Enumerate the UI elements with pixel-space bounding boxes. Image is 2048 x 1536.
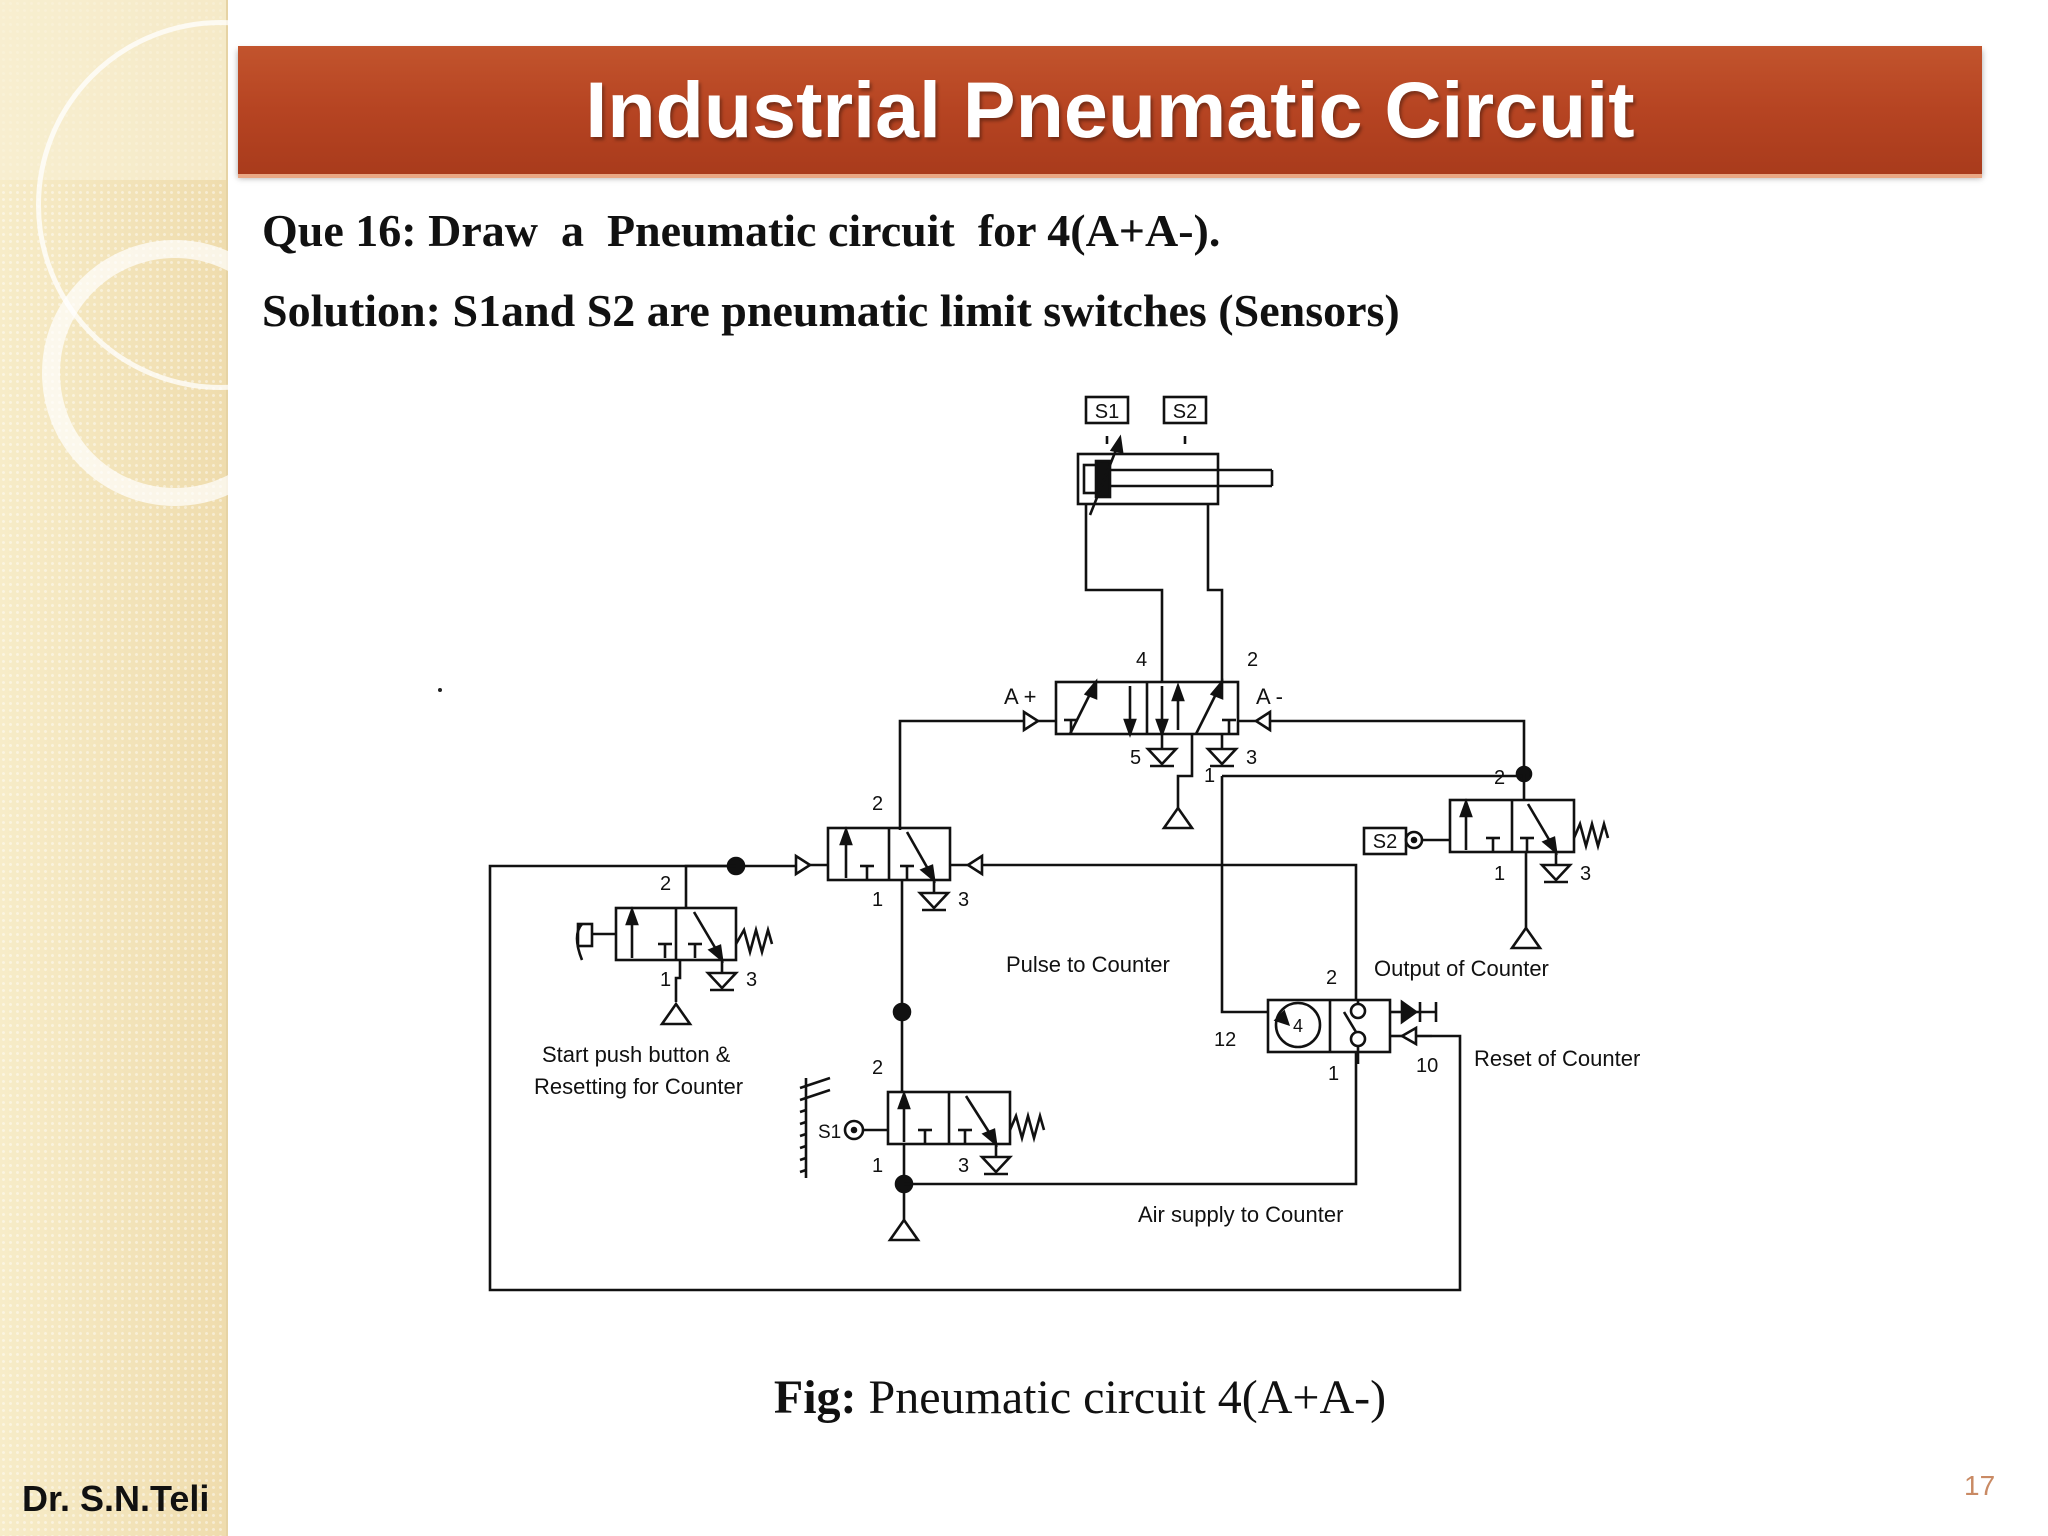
stray-dot — [438, 688, 442, 692]
pulse-valve-port-3: 3 — [958, 889, 969, 911]
slide-title: Industrial Pneumatic Circuit — [585, 65, 1635, 154]
counter-port-12: 12 — [1214, 1029, 1236, 1051]
s1-valve-port-1: 1 — [872, 1155, 883, 1177]
page-number: 17 — [1964, 1470, 1996, 1501]
s1-valve-port-3: 3 — [958, 1155, 969, 1177]
s1-supply-source — [887, 1217, 921, 1242]
line-a-plus-pilot — [898, 719, 1024, 828]
svg-text:S2: S2 — [1173, 401, 1197, 423]
s2-limit-valve — [1362, 798, 1610, 950]
caption-label: Fig: — [773, 1371, 857, 1424]
s2-valve-port-2: 2 — [1494, 767, 1505, 789]
counter-port-2: 2 — [1326, 967, 1337, 989]
pulse-valve-port-1: 1 — [872, 889, 883, 911]
sensor-tag-s2: S2 — [1162, 395, 1208, 444]
main-valve-port-3: 3 — [1246, 747, 1257, 769]
pneumatic-counter — [1266, 998, 1438, 1064]
counter-port-1: 1 — [1328, 1063, 1339, 1085]
s2-valve-port-3: 3 — [1580, 863, 1591, 885]
main-supply-line — [1176, 734, 1194, 808]
s1-valve-tag: S1 — [818, 1122, 841, 1143]
main-5-2-valve — [1022, 678, 1272, 768]
label-resetting-for-counter: Resetting for Counter — [534, 1074, 743, 1099]
line-reset-loop — [488, 864, 1462, 1292]
line-cylinder-to-port4 — [1084, 520, 1164, 682]
label-pulse-to-counter: Pulse to Counter — [1006, 952, 1170, 977]
main-supply-source — [1161, 805, 1195, 830]
label-air-supply-to-counter: Air supply to Counter — [1138, 1202, 1343, 1227]
main-valve-port-5: 5 — [1130, 747, 1141, 769]
question-text: Que 16: Draw a Pneumatic circuit for 4(A… — [262, 205, 1221, 256]
sensor-tag-s1: S1 — [1084, 395, 1130, 444]
figure-caption: Fig: Pneumatic circuit 4(A+A-) — [0, 1370, 2048, 1425]
title-banner-underline — [238, 174, 1982, 178]
caption-text: Pneumatic circuit 4(A+A-) — [856, 1371, 1387, 1424]
title-banner: Industrial Pneumatic Circuit — [238, 46, 1982, 174]
svg-text:S1: S1 — [1095, 401, 1119, 423]
pulse-valve-port-2: 2 — [872, 793, 883, 815]
main-valve-port-2: 2 — [1247, 649, 1258, 671]
main-valve-pilot-a-minus: A - — [1256, 684, 1283, 709]
s1-valve-port-2: 2 — [872, 1057, 883, 1079]
main-valve-pilot-a-plus: A + — [1004, 684, 1036, 709]
start-valve-port-3: 3 — [746, 969, 757, 991]
label-start-push-button: Start push button & — [542, 1042, 731, 1067]
main-valve-port-1: 1 — [1204, 765, 1215, 787]
start-push-button-valve — [575, 906, 774, 1026]
start-valve-port-1: 1 — [660, 969, 671, 991]
s1-limit-valve — [799, 1076, 1046, 1178]
solution-text: Solution: S1and S2 are pneumatic limit s… — [262, 285, 1400, 336]
label-reset-of-counter: Reset of Counter — [1474, 1046, 1640, 1071]
main-valve-port-4: 4 — [1136, 649, 1147, 671]
counter-preset: 4 — [1293, 1016, 1303, 1036]
line-a-minus-pilot — [1270, 719, 1526, 774]
counter-port-10: 10 — [1416, 1055, 1438, 1077]
author-name: Dr. S.N.Teli — [22, 1478, 210, 1519]
pulse-3-2-valve — [794, 826, 984, 912]
line-cylinder-to-port2 — [1206, 520, 1224, 682]
line-air-supply-counter — [904, 1064, 1358, 1186]
line-pulse-to-counter — [982, 863, 1358, 1000]
line-counter-pilot-12 — [1220, 776, 1268, 1014]
s2-valve-port-1: 1 — [1494, 863, 1505, 885]
start-valve-port-2: 2 — [660, 873, 671, 895]
double-acting-cylinder — [1076, 434, 1274, 520]
label-output-of-counter: Output of Counter — [1374, 956, 1549, 981]
s2-valve-tag: S2 — [1373, 831, 1397, 853]
decorative-sidebar: Dr. S.N.Teli — [0, 0, 406, 1536]
